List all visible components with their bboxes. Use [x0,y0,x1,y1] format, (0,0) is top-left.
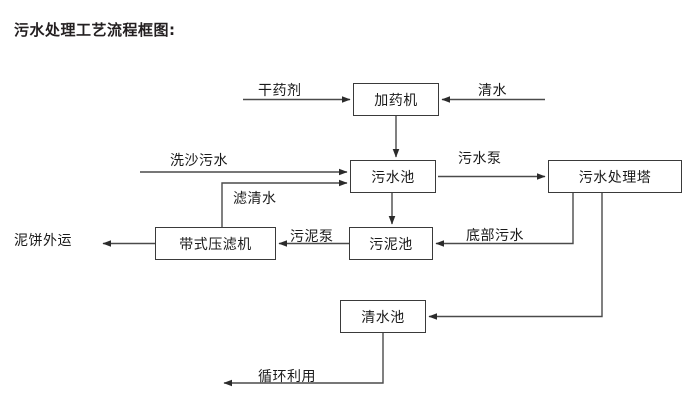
edge-label-recycle-reuse: 循环利用 [258,369,316,385]
node-label: 带式压滤机 [179,236,252,253]
node-clear-water-pool[interactable]: 清水池 [340,300,426,333]
node-belt-filter-press[interactable]: 带式压滤机 [155,227,276,260]
edge-label-sand-wash-sewage: 洗沙污水 [170,153,228,169]
edge-label-clean-water: 清水 [478,83,507,99]
node-label: 污水处理塔 [578,169,652,186]
node-wastewater-pool[interactable]: 污水池 [350,160,436,193]
node-label: 加药机 [374,92,418,109]
node-label: 污水池 [371,169,415,186]
node-label: 污泥池 [369,236,413,253]
node-sludge-pool[interactable]: 污泥池 [349,227,433,260]
edge-tower-to-clear-water-pool [428,193,603,320]
node-label: 清水池 [361,309,405,326]
edge-press-to-wastewater-pool [221,179,348,227]
edge-label-sewage-pump: 污水泵 [458,151,502,167]
page-title: 污水处理工艺流程框图: [14,21,176,39]
edge-label-sludge-pump: 污泥泵 [290,229,334,245]
edge-label-bottom-sewage: 底部污水 [466,228,524,244]
edge-clear-water-pool-to-reuse [223,333,384,387]
edge-label-dry-reagent: 干药剂 [258,83,302,99]
node-dosing-machine[interactable]: 加药机 [353,83,439,116]
node-treatment-tower[interactable]: 污水处理塔 [548,160,682,193]
label-mud-cake-out: 泥饼外运 [14,233,72,249]
edge-label-filtered-water: 滤清水 [233,191,277,207]
edge-tower-to-sludge-pool [435,193,574,247]
